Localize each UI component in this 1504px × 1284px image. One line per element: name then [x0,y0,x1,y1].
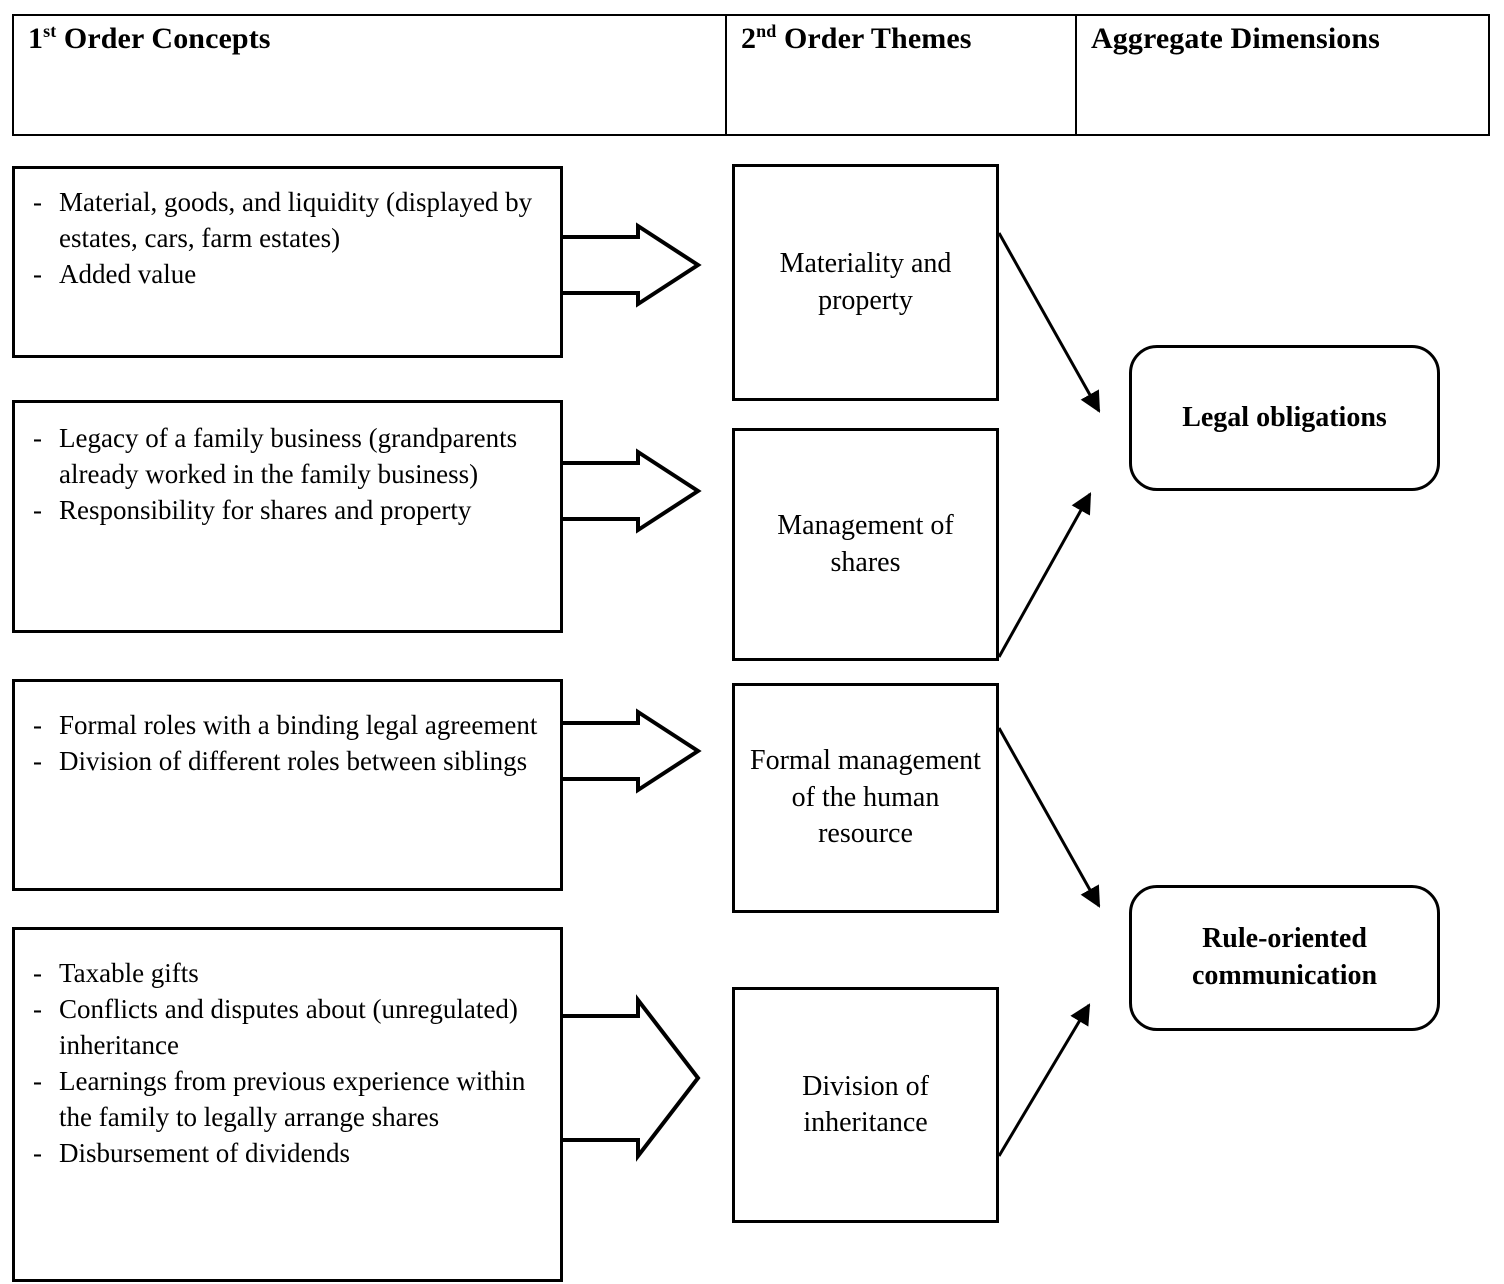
header-label-first-order: 1st Order Concepts [28,21,271,55]
theme-label: Formal management of the human resource [750,745,981,850]
header-label-aggregate: Aggregate Dimensions [1091,22,1380,55]
header-cell-first-order: 1st Order Concepts [14,16,725,134]
header-cell-second-order: 2nd Order Themes [725,16,1075,134]
dimension-box-legal-obligations: Legal obligations [1129,345,1440,491]
theme-box-division-inheritance: Division of inheritance [732,987,999,1223]
bullet-dash: - [33,958,42,988]
list-item: -Responsibility for shares and property [29,493,552,529]
arrow-division-inheritance-to-rule-oriented [997,1003,1091,1157]
column-header-table: 1st Order Concepts 2nd Order Themes Aggr… [12,14,1490,136]
concept-list: -Material, goods, and liquidity (display… [15,169,560,293]
block-arrow-concepts-to-management-shares [538,448,710,534]
concept-list: -Legacy of a family business (grandparen… [15,403,560,529]
bullet-dash: - [33,187,42,217]
block-arrow-concepts-to-division-inheritance [538,994,710,1162]
bullet-dash: - [33,258,42,289]
bullet-dash: - [33,423,42,453]
bullet-dash: - [33,1065,42,1096]
bullet-dash: - [33,993,42,1024]
list-item: -Formal roles with a binding legal agree… [29,708,552,744]
concept-box-inheritance: -Taxable gifts -Conflicts and disputes a… [12,927,563,1282]
dimension-label: Legal obligations [1182,401,1387,433]
bullet-dash: - [33,745,42,776]
bullet-dash: - [33,710,42,740]
list-item: -Learnings from previous experience with… [33,1065,526,1132]
concept-box-shares: -Legacy of a family business (grandparen… [12,400,563,633]
bullet-dash: - [33,1137,42,1168]
block-arrow-concepts-to-materiality [538,222,710,308]
arrow-management-shares-to-legal [997,492,1092,658]
list-item: -Conflicts and disputes about (unregulat… [33,993,518,1060]
theme-box-human-resource: Formal management of the human resource [732,683,999,913]
bullet-dash: - [33,494,42,525]
header-cell-aggregate: Aggregate Dimensions [1075,16,1488,134]
theme-box-management-shares: Management of shares [732,428,999,661]
list-item: -Legacy of a family business (grandparen… [33,423,518,489]
theme-label: Management of shares [777,510,954,578]
list-item: -Division of different roles between sib… [29,744,552,780]
list-item: -Disbursement of dividends [29,1136,552,1172]
arrow-human-resource-to-rule-oriented [997,727,1101,908]
arrow-materiality-to-legal [997,232,1101,413]
theme-label: Materiality and property [779,248,952,316]
concept-box-materiality: -Material, goods, and liquidity (display… [12,166,563,358]
concept-list: -Formal roles with a binding legal agree… [15,682,560,780]
header-ordinal-suffix-first: st [43,21,57,41]
dimension-box-rule-oriented-communication: Rule-oriented communication [1129,885,1440,1031]
block-arrow-concepts-to-human-resource [538,708,710,794]
theme-label: Division of inheritance [802,1070,929,1138]
list-item: -Added value [29,257,552,293]
header-ordinal-suffix-second: nd [756,21,777,41]
theme-box-materiality: Materiality and property [732,164,999,401]
list-item: -Taxable gifts [29,956,552,992]
list-item: -Material, goods, and liquidity (display… [33,187,533,253]
header-label-second-order: 2nd Order Themes [741,21,972,55]
concept-box-roles: -Formal roles with a binding legal agree… [12,679,563,891]
dimension-label: Rule-oriented communication [1191,923,1378,991]
concept-list: -Taxable gifts -Conflicts and disputes a… [15,930,560,1171]
